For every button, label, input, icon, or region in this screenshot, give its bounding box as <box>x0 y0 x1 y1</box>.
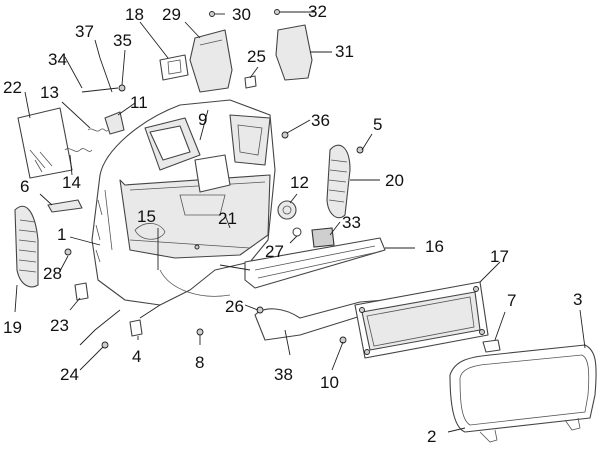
callout-37: 37 <box>75 22 94 41</box>
callout-3: 3 <box>573 290 582 309</box>
part-18-clip <box>159 54 189 81</box>
callout-labels: 1 2 3 4 5 6 7 8 9 10 11 12 13 14 15 16 1… <box>3 2 582 446</box>
callout-35: 35 <box>113 31 132 50</box>
callout-30: 30 <box>232 5 251 24</box>
callout-5: 5 <box>373 115 382 134</box>
small-parts <box>64 9 364 349</box>
callout-6: 6 <box>20 177 29 196</box>
part-3-outer-panel <box>449 344 597 443</box>
callout-31: 31 <box>335 42 354 61</box>
part-6-bracket <box>47 199 83 213</box>
callout-10: 10 <box>320 373 339 392</box>
callout-21: 21 <box>218 209 237 228</box>
callout-27: 27 <box>265 242 284 261</box>
callout-36: 36 <box>311 111 330 130</box>
callout-28: 28 <box>43 264 62 283</box>
callout-2: 2 <box>427 427 436 446</box>
callout-20: 20 <box>385 171 404 190</box>
callout-9: 9 <box>198 110 207 129</box>
callout-29: 29 <box>162 5 181 24</box>
callout-12: 12 <box>290 173 309 192</box>
callout-7: 7 <box>507 291 516 310</box>
part-19-grille <box>14 205 39 288</box>
callout-17: 17 <box>490 247 509 266</box>
callout-1: 1 <box>57 225 66 244</box>
part-20-grille <box>326 144 351 219</box>
callout-24: 24 <box>60 365 79 384</box>
callout-34: 34 <box>48 50 67 69</box>
callout-22: 22 <box>3 78 22 97</box>
callout-4: 4 <box>132 347 141 366</box>
callout-26: 26 <box>225 297 244 316</box>
callout-8: 8 <box>195 353 204 372</box>
callout-13: 13 <box>40 83 59 102</box>
part-29-cover <box>189 29 233 93</box>
callout-18: 18 <box>125 5 144 24</box>
part-22-panel <box>17 107 73 179</box>
callout-14: 14 <box>62 173 81 192</box>
callout-25: 25 <box>247 47 266 66</box>
callout-33: 33 <box>342 213 361 232</box>
part-7-bracket <box>482 339 501 353</box>
part-31-cover <box>275 24 313 81</box>
callout-19: 19 <box>3 318 22 337</box>
callout-11: 11 <box>130 93 148 112</box>
legshield-body <box>91 99 276 306</box>
callout-23: 23 <box>50 316 69 335</box>
callout-38: 38 <box>274 365 293 384</box>
callout-16: 16 <box>425 237 444 256</box>
part-16-trim-strip <box>244 237 386 289</box>
callout-32: 32 <box>308 2 327 21</box>
leader-lines <box>14 11 586 433</box>
part-17-frame-panel <box>354 281 489 359</box>
callout-15: 15 <box>137 207 156 226</box>
